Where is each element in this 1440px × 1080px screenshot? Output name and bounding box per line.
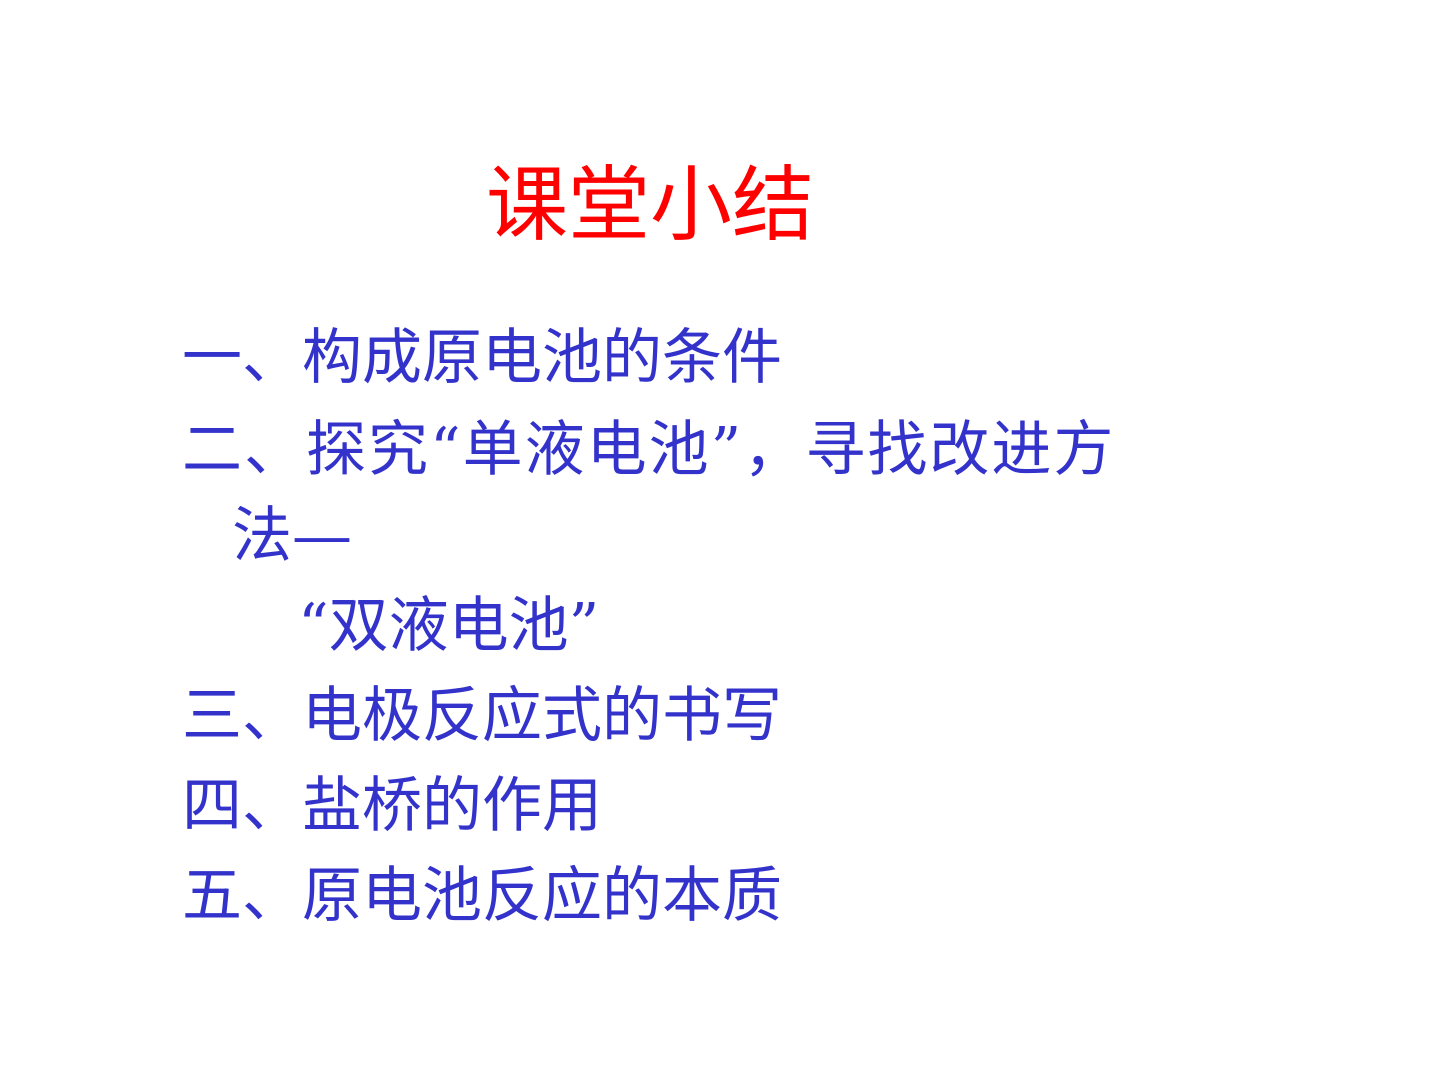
summary-item-5: 五、原电池反应的本质 — [182, 861, 782, 931]
summary-item-2-continuation: 法— — [232, 501, 352, 571]
summary-item-1: 一、构成原电池的条件 — [182, 323, 782, 393]
summary-item-3: 三、电极反应式的书写 — [182, 681, 782, 751]
summary-item-4: 四、盐桥的作用 — [182, 771, 602, 841]
summary-item-2-subtitle: “双液电池” — [298, 591, 600, 661]
slide-title: 课堂小结 — [486, 158, 815, 253]
summary-item-2: 二、探究“单液电池”，寻找改进方 — [182, 415, 1116, 485]
